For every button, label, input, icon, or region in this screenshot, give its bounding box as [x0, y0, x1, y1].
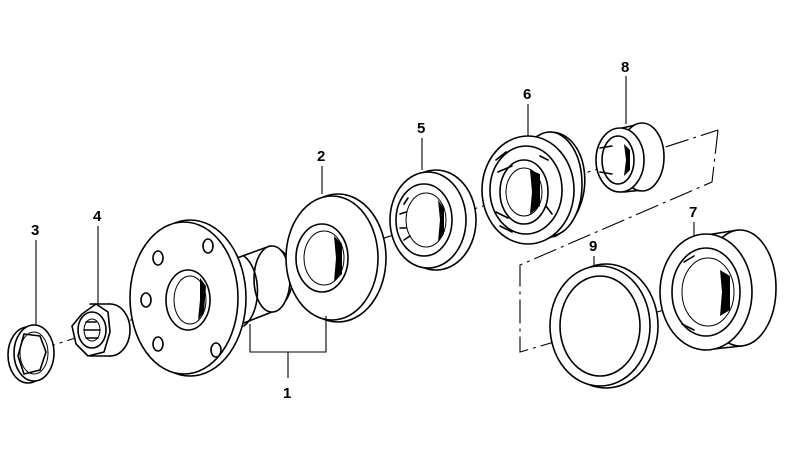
- part-5-shaft-seal: [389, 169, 477, 271]
- part-6-roller-bearing: [481, 131, 586, 245]
- part-1-drive-flange: [129, 219, 294, 377]
- callout-6: 6: [523, 86, 531, 103]
- part-3-hex-cap: [7, 324, 55, 384]
- part-7-outer-race: [659, 229, 777, 351]
- callout-7: 7: [689, 204, 697, 221]
- part-4-collar-nut: [71, 303, 131, 357]
- callout-9: 9: [589, 238, 597, 255]
- callout-5: 5: [417, 120, 425, 137]
- part-9-ring: [549, 263, 659, 389]
- callout-3: 3: [31, 222, 39, 239]
- leader-lines: [35, 76, 695, 378]
- callout-labels: 1 2 3 4 5 6 7 8 9: [31, 59, 697, 402]
- callout-8: 8: [621, 59, 629, 76]
- callout-4: 4: [93, 208, 102, 225]
- part-2-thrust-washer: [285, 193, 387, 323]
- callout-1: 1: [283, 385, 291, 402]
- part-8-bearing-race: [595, 122, 665, 193]
- offset-axis-line: [519, 129, 761, 353]
- callout-2: 2: [317, 148, 325, 165]
